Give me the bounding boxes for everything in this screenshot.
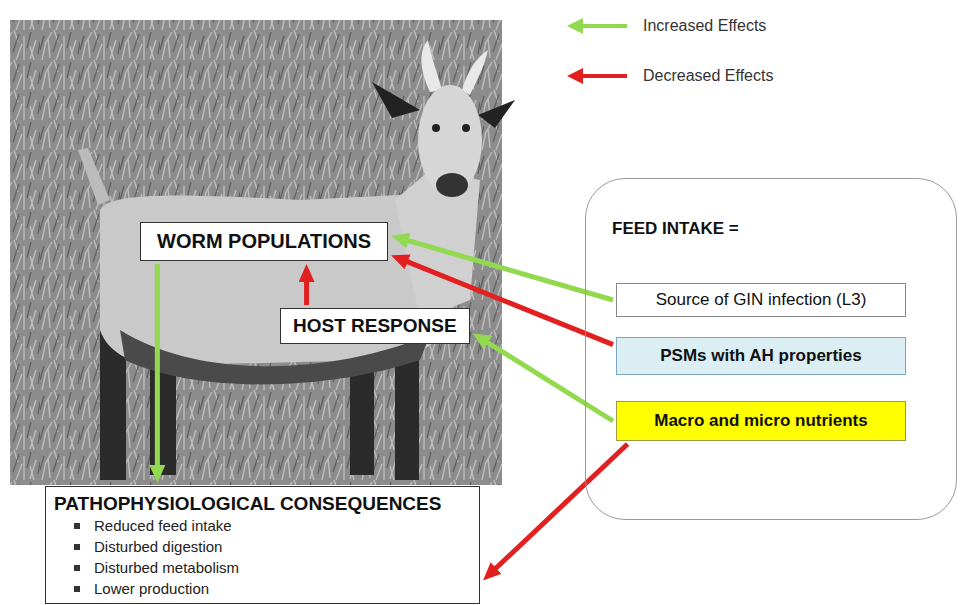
legend-arrow (565, 66, 629, 86)
legend-item: Increased Effects (565, 16, 766, 36)
legend-arrow-head (567, 18, 583, 34)
population-box: WORM POPULATIONS (140, 222, 388, 261)
box-label: Macro and micro nutrients (627, 411, 895, 431)
effect-arrow (304, 274, 309, 305)
bullet-item: Reduced feed intake (54, 515, 467, 536)
legend-arrow-head (567, 68, 583, 84)
consequence-box: PATHOPHYSIOLOGICAL CONSEQUENCESReduced f… (45, 486, 480, 604)
goat-horn (462, 50, 488, 95)
response-box: HOST RESPONSE (280, 308, 470, 344)
goat-eye (462, 124, 470, 132)
box-label: WORM POPULATIONS (157, 230, 371, 253)
factor-box: Macro and micro nutrients (616, 401, 906, 441)
bullet-item: Disturbed digestion (54, 536, 467, 557)
box-label: HOST RESPONSE (293, 315, 457, 337)
bullet-item: Lower production (54, 578, 467, 599)
effect-arrow (481, 339, 613, 421)
panel-heading: FEED INTAKE = (612, 219, 739, 239)
grass-ground (10, 20, 502, 485)
legend-arrow-shaft (581, 74, 627, 78)
legend-arrow (565, 16, 629, 36)
bullet-item: Disturbed metabolism (54, 557, 467, 578)
goat-tail (78, 148, 110, 205)
box-label: PSMs with AH properties (627, 346, 895, 366)
goat-figure (78, 40, 515, 480)
factor-box: PSMs with AH properties (616, 337, 906, 375)
feed-intake-panel: FEED INTAKE = Source of GIN infection (L3… (585, 178, 957, 520)
goat-neck (395, 170, 480, 320)
legend-text: Decreased Effects (643, 67, 773, 85)
legend-arrow-shaft (581, 24, 627, 28)
factor-box: Source of GIN infection (L3) (616, 283, 906, 317)
goat-ear (372, 82, 420, 118)
goat-horn (421, 40, 442, 92)
legend-item: Decreased Effects (565, 66, 773, 86)
box-label: Source of GIN infection (L3) (627, 290, 895, 310)
legend-text: Increased Effects (643, 17, 766, 35)
goat-ear (478, 100, 515, 128)
effect-arrow (490, 444, 627, 574)
goat-eye (432, 124, 440, 132)
effect-arrow (155, 264, 160, 473)
box-heading: PATHOPHYSIOLOGICAL CONSEQUENCES (54, 492, 467, 515)
goat-muzzle (436, 173, 468, 197)
